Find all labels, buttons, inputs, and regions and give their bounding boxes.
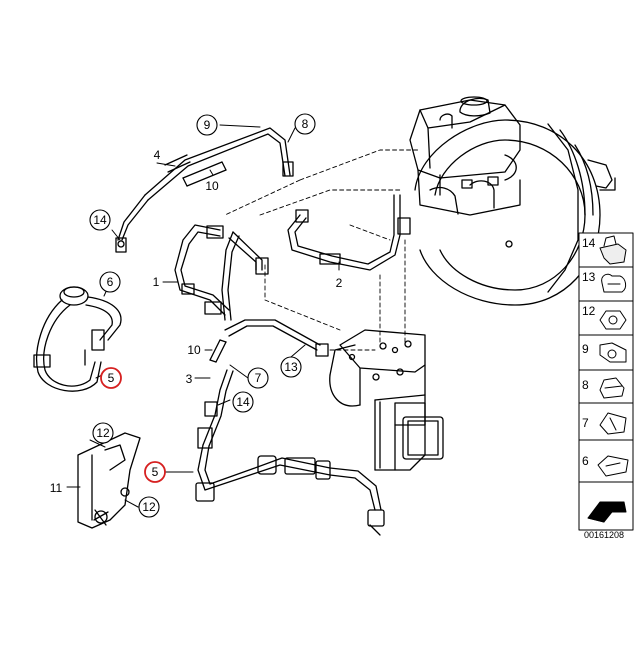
legend-number-8: 8 [582, 378, 589, 392]
callout-5: 5 [100, 367, 122, 389]
callout-number: 12 [96, 426, 110, 440]
callout-circle [196, 114, 218, 136]
legend-number-13: 13 [582, 270, 596, 284]
bracket-11 [77, 432, 141, 529]
callout-circle [89, 209, 111, 231]
callout-7: 7 [247, 367, 269, 389]
callout-3: 3 [186, 372, 193, 386]
callout-14: 14 [89, 209, 111, 231]
callout-circle [280, 356, 302, 378]
callout-number: 4 [154, 148, 161, 162]
callout-number: 14 [93, 213, 107, 227]
callout-2: 2 [336, 276, 343, 290]
master-cylinder-reservoir [409, 96, 521, 181]
legend-number-14: 14 [582, 236, 596, 250]
callout-circle [100, 367, 122, 389]
brake-hose-5-lower [195, 369, 385, 536]
legend-number-7: 7 [582, 416, 589, 430]
callout-number: 3 [186, 372, 193, 386]
callout-13: 13 [280, 356, 302, 378]
callout-1: 1 [153, 275, 160, 289]
legend-number-12: 12 [582, 304, 596, 318]
hose-10-upper [182, 161, 227, 187]
callout-5: 5 [144, 461, 166, 483]
callout-number: 1 [153, 275, 160, 289]
callout-9: 9 [196, 114, 218, 136]
callout-8: 8 [294, 113, 316, 135]
legend-numbers: 14 13 12 9 8 7 6 [582, 236, 596, 468]
brake-line-8-9 [115, 127, 294, 253]
callout-circle [144, 461, 166, 483]
callout-10: 10 [187, 343, 201, 357]
callout-circle [232, 391, 254, 413]
callout-circle [92, 422, 114, 444]
callout-14: 14 [232, 391, 254, 413]
legend-number-6: 6 [582, 454, 589, 468]
callout-leaders [66, 124, 340, 508]
brake-booster [414, 119, 616, 306]
callout-11: 11 [50, 481, 63, 495]
brake-line-2 [287, 194, 411, 271]
callout-number: 5 [152, 465, 159, 479]
callout-4: 4 [154, 148, 161, 162]
brake-line-13 [224, 319, 329, 357]
callout-number: 12 [142, 500, 156, 514]
callout-circle [138, 496, 160, 518]
hose-10-lower [209, 339, 227, 363]
callout-circle [294, 113, 316, 135]
callout-10: 10 [205, 179, 219, 193]
hose-4 [164, 154, 191, 173]
callout-number: 14 [236, 395, 250, 409]
master-cylinder [417, 169, 521, 216]
legend-number-9: 9 [582, 342, 589, 356]
callout-number: 13 [284, 360, 298, 374]
callout-number: 2 [336, 276, 343, 290]
callout-number: 10 [187, 343, 201, 357]
abs-hydraulic-unit [329, 329, 444, 471]
callout-number: 7 [255, 371, 262, 385]
callout-circle [247, 367, 269, 389]
diagram-reference-id: 00161208 [584, 530, 624, 540]
callout-number: 9 [204, 118, 211, 132]
brake-hose-5-left [33, 286, 122, 392]
callout-6: 6 [99, 271, 121, 293]
brake-line-1b [221, 231, 269, 321]
callout-circle [99, 271, 121, 293]
callout-number: 5 [108, 371, 115, 385]
parts-legend [578, 232, 634, 531]
callout-number: 10 [205, 179, 219, 193]
callout-number: 6 [107, 275, 114, 289]
callout-12: 12 [92, 422, 114, 444]
callout-number: 11 [50, 481, 63, 495]
callout-12: 12 [138, 496, 160, 518]
brake-line-1 [174, 224, 230, 316]
callout-number: 8 [302, 117, 309, 131]
